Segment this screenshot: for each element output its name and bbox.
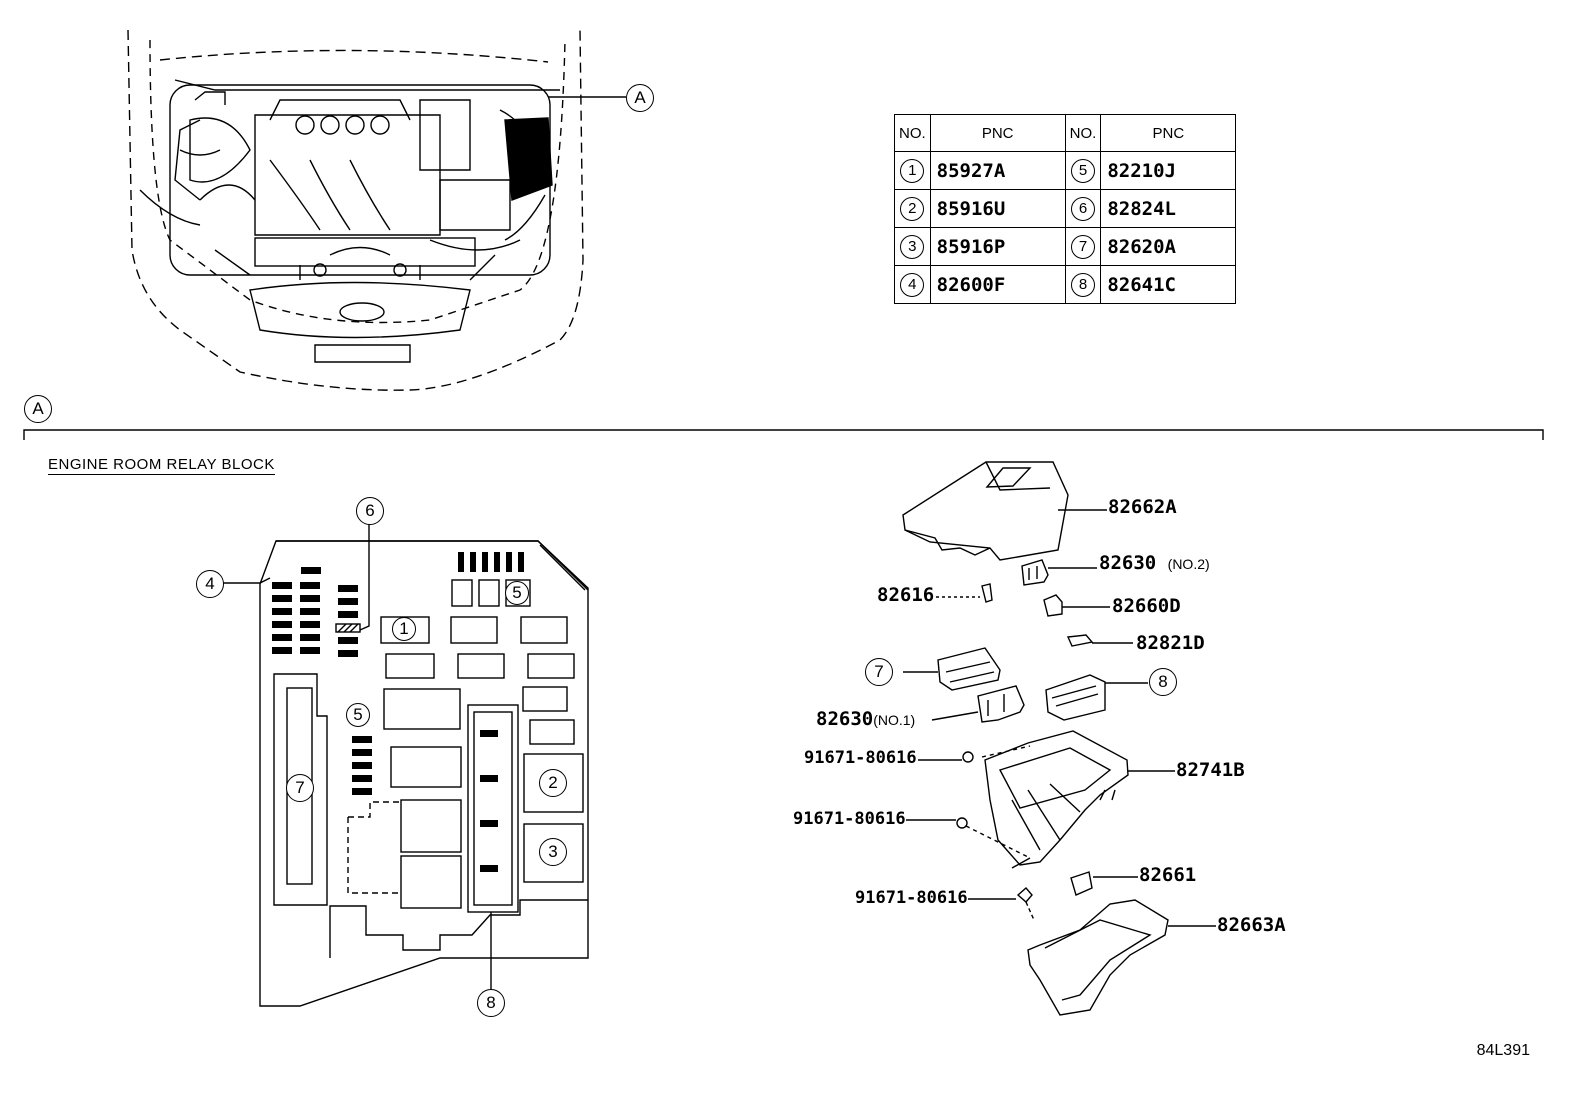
callout-a-top: A xyxy=(626,84,654,112)
header-pnc-2: PNC xyxy=(1100,114,1237,152)
section-bracket xyxy=(23,429,1544,440)
part-82620A-fuse-box xyxy=(903,647,1001,691)
exploded-callout-7: 7 xyxy=(865,658,893,686)
part-number: 82630 xyxy=(816,708,874,730)
part-relay-block-cover xyxy=(902,461,1107,561)
pnc-value: 82600F xyxy=(929,265,1066,304)
block-callout-7: 7 xyxy=(286,774,314,802)
table-row: 4 82600F 8 82641C xyxy=(894,265,1237,304)
item-number: 5 xyxy=(1071,159,1095,183)
block-callout-5a: 5 xyxy=(505,581,529,605)
block-callout-8: 8 xyxy=(477,989,505,1017)
screws xyxy=(906,751,1035,921)
engine-bay-illustration xyxy=(127,29,584,391)
part-label-82630-no1: 82630(NO.1) xyxy=(816,710,915,729)
block-callout-4: 4 xyxy=(196,570,224,598)
part-82641C-junction-block xyxy=(1045,674,1148,721)
part-label-82660D: 82660D xyxy=(1112,595,1181,617)
part-label-91671-a: 91671-80616 xyxy=(804,748,917,768)
block-callout-1: 1 xyxy=(392,617,416,641)
relay-block-location-fill xyxy=(504,117,553,201)
part-label-82661: 82661 xyxy=(1139,864,1197,886)
section-a-marker: A xyxy=(24,395,52,423)
part-82741B-lower-case xyxy=(965,730,1175,866)
pnc-table: NO. PNC NO. PNC 1 85927A 5 82210J 2 8591… xyxy=(894,114,1237,304)
item-number: 3 xyxy=(900,235,925,259)
block-callout-3: 3 xyxy=(539,838,567,866)
item-number: 2 xyxy=(900,197,925,221)
item-number: 1 xyxy=(900,159,925,183)
pnc-value: 82641C xyxy=(1100,265,1237,304)
relay-sockets xyxy=(273,579,584,913)
part-label-91671-c: 91671-80616 xyxy=(855,888,968,908)
fuse-rows xyxy=(272,552,524,872)
part-82660D-relay xyxy=(1043,594,1110,617)
part-label-82663A: 82663A xyxy=(1217,914,1286,936)
pnc-table-header: NO. PNC NO. PNC xyxy=(894,114,1237,152)
part-label-82741B: 82741B xyxy=(1176,759,1245,781)
pnc-value: 85927A xyxy=(929,151,1066,190)
exploded-callout-8: 8 xyxy=(1149,668,1177,696)
item-number: 4 xyxy=(900,273,925,297)
table-row: 3 85916P 7 82620A xyxy=(894,227,1237,266)
pnc-value: 85916U xyxy=(929,189,1066,228)
pnc-value: 85916P xyxy=(929,227,1066,266)
block-callout-6: 6 xyxy=(356,497,384,525)
item-number: 7 xyxy=(1071,235,1095,259)
part-label-82662A: 82662A xyxy=(1108,496,1177,518)
pnc-value: 82620A xyxy=(1100,227,1237,266)
part-82661-relay xyxy=(1070,871,1138,896)
part-82616-fuse xyxy=(936,583,993,603)
part-number: 82630 xyxy=(1099,552,1157,574)
relay-block-title: ENGINE ROOM RELAY BLOCK xyxy=(48,456,275,475)
figure-code: 84L391 xyxy=(1476,1042,1530,1059)
part-82821D-clip xyxy=(1066,634,1133,647)
pnc-value: 82210J xyxy=(1100,151,1237,190)
pnc-value: 82824L xyxy=(1100,189,1237,228)
item-number: 6 xyxy=(1071,197,1095,221)
part-82630-no1-relay xyxy=(931,685,1025,723)
block-leaders xyxy=(222,520,492,990)
part-label-82616: 82616 xyxy=(877,584,935,606)
item-number: 8 xyxy=(1071,273,1095,297)
part-label-82821D: 82821D xyxy=(1136,632,1205,654)
table-row: 1 85927A 5 82210J xyxy=(894,151,1237,190)
block-callout-5b: 5 xyxy=(346,703,370,727)
table-row: 2 85916U 6 82824L xyxy=(894,189,1237,228)
header-no-1: NO. xyxy=(894,114,931,152)
header-no-2: NO. xyxy=(1064,114,1102,152)
part-relay-no2 xyxy=(1021,559,1097,586)
fusible-link-hatched xyxy=(335,623,361,633)
block-callout-2: 2 xyxy=(539,769,567,797)
part-label-91671-b: 91671-80616 xyxy=(793,809,906,829)
part-qualifier: (NO.1) xyxy=(873,712,916,728)
part-label-82630-no2: 82630 (NO.2) xyxy=(1099,554,1210,573)
header-pnc-1: PNC xyxy=(929,114,1066,152)
part-82663A-bracket xyxy=(1027,899,1216,1016)
relay-block-outline xyxy=(259,540,589,1007)
part-qualifier: (NO.2) xyxy=(1167,556,1210,572)
